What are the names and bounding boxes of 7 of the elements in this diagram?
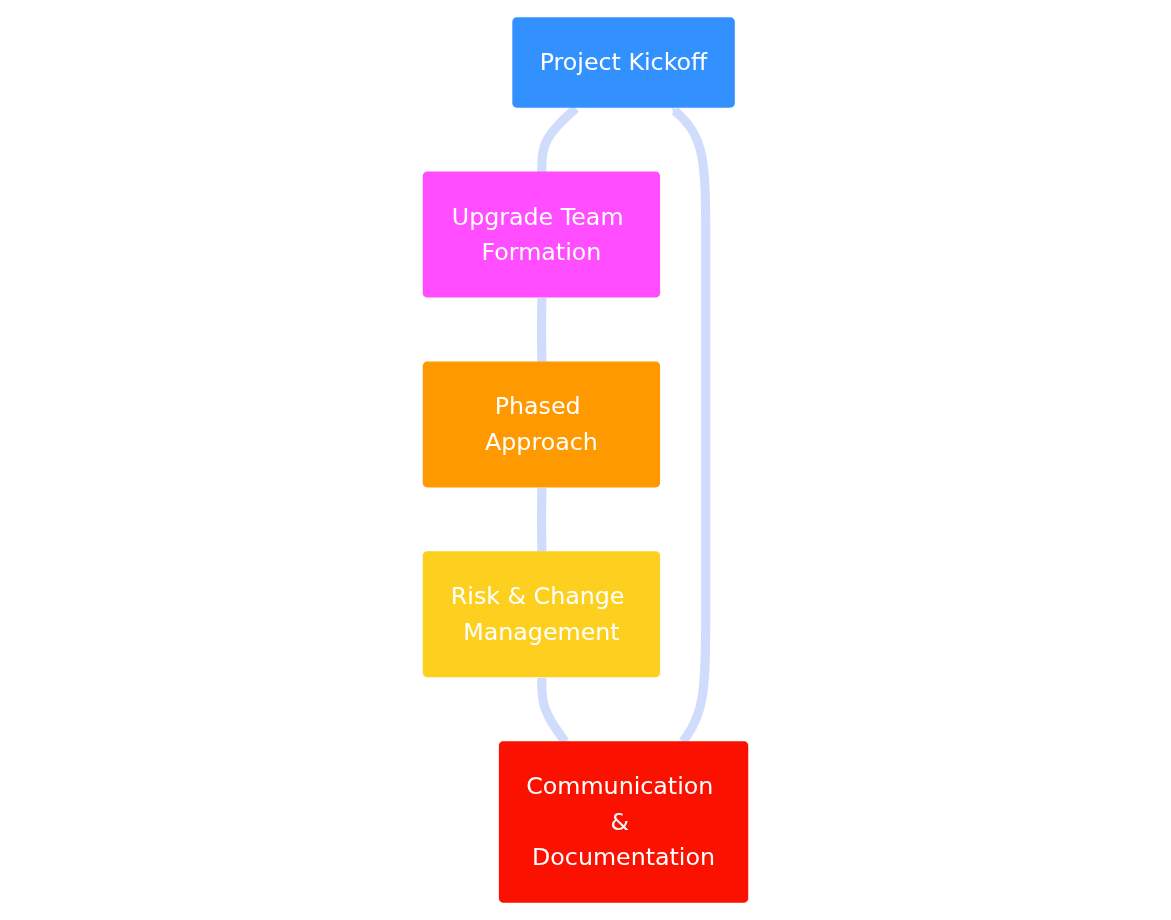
node-box: Project Kickoff <box>512 17 735 108</box>
connector <box>537 487 547 552</box>
node-box: Upgrade Team Formation <box>422 171 661 298</box>
node-box: Phased Approach <box>422 361 661 488</box>
node-box: Communication & Documentation <box>498 741 749 903</box>
node-box: Risk & Change Management <box>422 551 661 678</box>
connector <box>537 297 547 362</box>
